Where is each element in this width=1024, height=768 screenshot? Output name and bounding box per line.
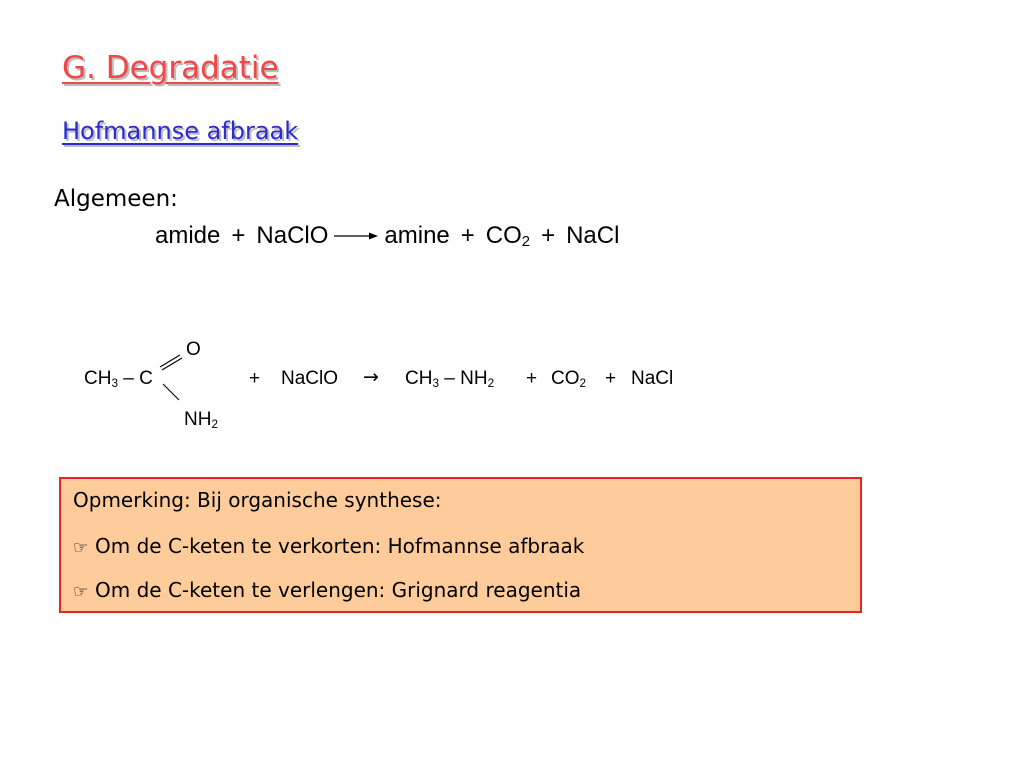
note-heading: Opmerking: Bij organische synthese: — [73, 488, 442, 512]
reactant-ch3-c: CH3 – C — [84, 368, 153, 390]
slide-title: G. Degradatie — [62, 50, 279, 86]
example-arrow-icon: → — [363, 366, 379, 388]
example-co2: CO2 — [551, 368, 587, 390]
pointing-hand-icon: ☞ — [73, 538, 89, 558]
pointing-hand-icon: ☞ — [73, 582, 89, 602]
general-label: Algemeen: — [54, 186, 178, 212]
carbonyl-bonds-icon — [159, 354, 183, 401]
note-item-lengthen: ☞Om de C-keten te verlengen: Grignard re… — [73, 578, 582, 602]
example-nacl: NaCl — [631, 368, 674, 389]
example-plus-1: + — [249, 368, 261, 389]
example-plus-3: + — [605, 368, 617, 389]
slide-subtitle: Hofmannse afbraak — [62, 117, 299, 145]
amino-group: NH2 — [184, 409, 218, 431]
example-plus-2: + — [526, 368, 538, 389]
general-product-amine: amine — [384, 222, 450, 249]
example-reagent-naclo: NaClO — [281, 368, 339, 389]
general-equation: amide + NaClO amine + CO2 + NaCl — [155, 222, 619, 250]
general-plus-2: + — [460, 222, 475, 249]
note-box: Opmerking: Bij organische synthese: ☞Om … — [59, 477, 862, 613]
general-reactant-naclo: NaClO — [256, 222, 329, 249]
general-product-nacl: NaCl — [566, 222, 620, 249]
general-product-co2: CO2 — [485, 222, 531, 250]
note-item-shorten: ☞Om de C-keten te verkorten: Hofmannse a… — [73, 534, 585, 558]
oxygen-atom: O — [186, 339, 201, 360]
general-plus-1: + — [231, 222, 246, 249]
general-plus-3: + — [541, 222, 556, 249]
reaction-arrow-icon — [334, 232, 379, 240]
general-reactant-amide: amide — [155, 222, 221, 249]
product-ch3-nh2: CH3 – NH2 — [405, 368, 495, 390]
